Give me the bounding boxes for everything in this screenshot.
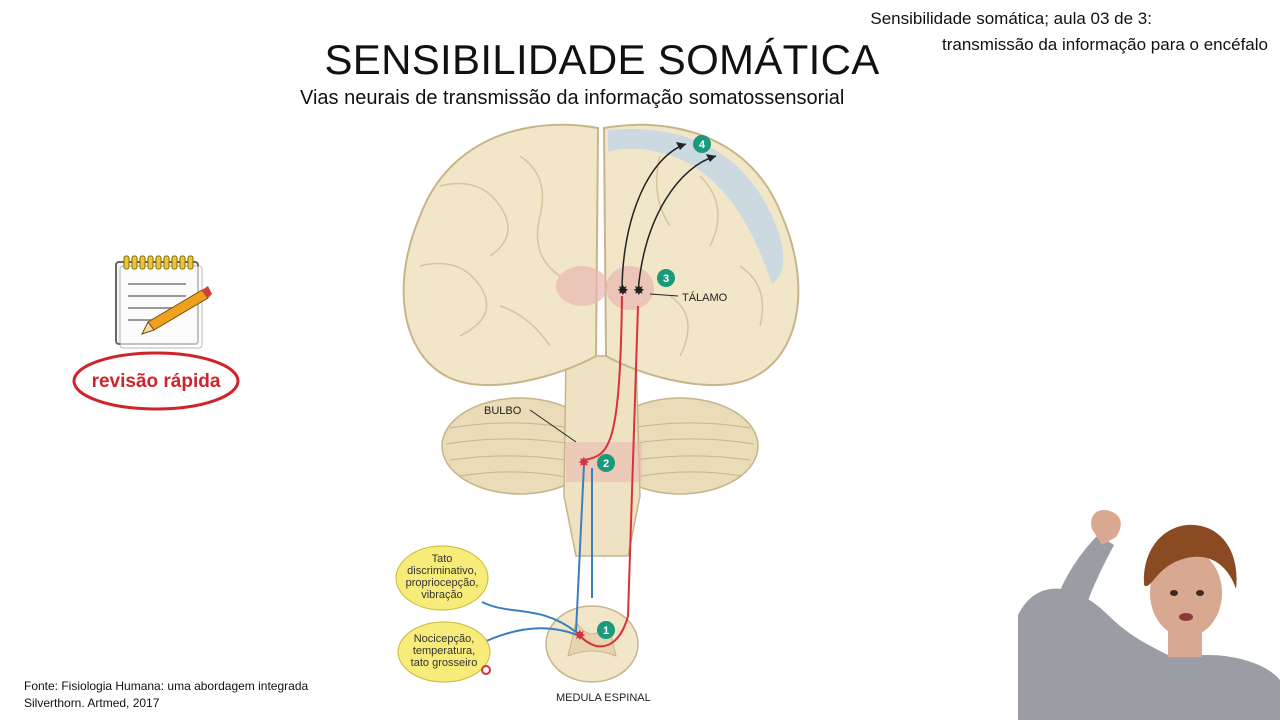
step-badge-1: 1	[597, 621, 615, 639]
lesson-caption: Sensibilidade somática; aula 03 de 3: tr…	[870, 6, 1268, 58]
lesson-caption-line-2: transmissão da informação para o encéfal…	[941, 35, 1268, 54]
svg-text:4: 4	[699, 139, 706, 151]
brain-pathway-figure: ✸ ✸ ✸ ✸ 1 2 3 4 TÁLAMO BULBO MEDULA ESPI…	[380, 116, 840, 710]
badge-ellipse	[72, 351, 240, 411]
svg-text:✸: ✸	[578, 455, 590, 471]
slide-subtitle: Vias neurais de transmissão da informaçã…	[300, 87, 845, 109]
source-line-1: Fonte: Fisiologia Humana: uma abordagem …	[24, 679, 309, 693]
svg-text:tato grosseiro: tato grosseiro	[411, 657, 478, 669]
bubble-fine-touch: Tato discriminativo, propriocepção, vibr…	[395, 545, 489, 611]
bubble-pain-temperature: Nocicepção, temperatura, tato grosseiro	[397, 621, 491, 683]
thalamus-label: TÁLAMO	[682, 291, 728, 304]
svg-text:Tato: Tato	[432, 553, 453, 565]
source-line-2: Silverthorn. Artmed, 2017	[24, 696, 160, 710]
pathway-dorsal-column	[481, 463, 585, 634]
svg-text:2: 2	[603, 458, 609, 470]
quick-review-badge: revisão rápida	[66, 250, 246, 420]
svg-text:vibração: vibração	[421, 589, 463, 601]
thalamus-right	[606, 266, 654, 310]
svg-text:✸: ✸	[633, 283, 645, 299]
medulla-label: BULBO	[484, 405, 522, 417]
notepad-pencil-icon	[115, 255, 212, 349]
svg-text:Nocicepção,: Nocicepção,	[414, 633, 475, 645]
lesson-caption-line-1: Sensibilidade somática; aula 03 de 3:	[870, 9, 1152, 28]
step-badge-2: 2	[597, 454, 615, 472]
somatosensory-cortex	[608, 129, 784, 284]
svg-text:✸: ✸	[617, 283, 629, 299]
step-badge-3: 3	[657, 269, 675, 287]
slide-title: SENSIBILIDADE SOMÁTICA	[324, 36, 880, 83]
svg-text:1: 1	[603, 625, 609, 637]
pathway-to-cortex-1	[621, 143, 687, 293]
pathway-spinothalamic	[579, 305, 639, 648]
svg-text:propriocepção,: propriocepção,	[406, 577, 479, 589]
pathway-to-cortex-2	[637, 155, 717, 293]
thalamus-left	[556, 266, 608, 306]
sign-language-interpreter-video	[1018, 505, 1280, 720]
svg-text:3: 3	[663, 273, 669, 285]
svg-text:discriminativo,: discriminativo,	[407, 565, 477, 577]
source-citation: Fonte: Fisiologia Humana: uma abordagem …	[24, 678, 308, 712]
cursor-marker	[481, 665, 491, 675]
step-badge-4: 4	[693, 135, 711, 153]
badge-label: revisão rápida	[92, 371, 221, 392]
pathway-lemniscal	[583, 295, 623, 461]
svg-text:temperatura,: temperatura,	[413, 645, 475, 657]
left-hemisphere	[402, 123, 600, 386]
svg-text:✸: ✸	[574, 628, 586, 644]
spinal-cord-label: MEDULA ESPINAL	[556, 692, 651, 704]
